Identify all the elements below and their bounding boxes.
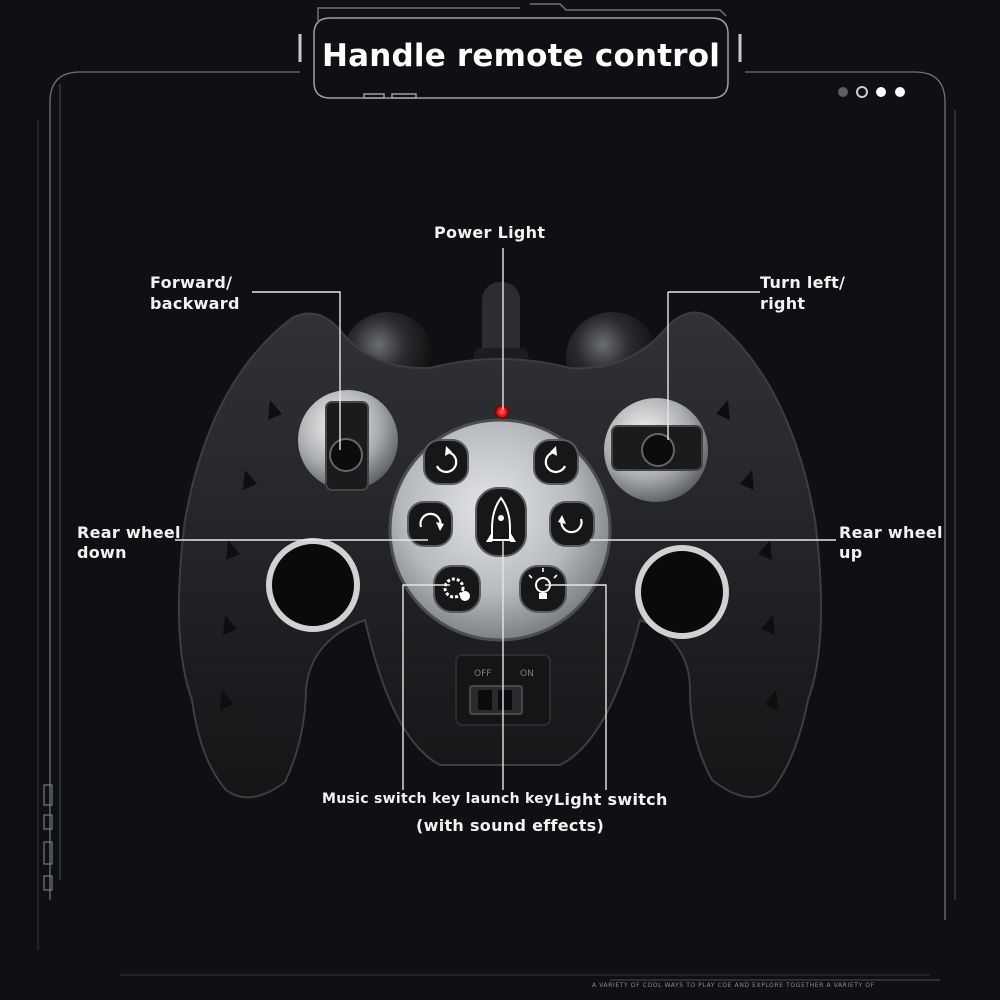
rotate-ccw-icon [435,450,458,474]
pagination-dot[interactable] [895,87,905,97]
pagination-dot[interactable] [838,87,848,97]
rear-wheel-up-label-line1: Rear wheel [839,523,943,542]
rear-wheel-down-button[interactable] [407,501,453,547]
page-title: Handle remote control [321,38,721,74]
forward-backward-label-line1: Forward/ [150,273,233,292]
switch-off-label: OFF [474,669,491,679]
power-led [495,405,509,419]
music-switch-button[interactable] [433,565,481,613]
light-switch-callout [545,584,607,790]
music-switch-callout [402,584,450,790]
light-switch-label: Light switch [554,790,668,809]
switch-on-label: ON [520,669,534,679]
turn-callout [667,291,760,440]
rear-wheel-up-label-line2: up [839,543,863,562]
footer-tagline: A VARIETY OF COOL WAYS TO PLAY COE AND E… [592,982,875,989]
dial-buttons [407,439,595,613]
pagination-dots [838,86,905,98]
rear-wheel-down-icon [419,512,442,528]
rotate-cw-icon [544,450,567,474]
title-badge-frame [298,3,742,99]
light-switch-button[interactable] [519,565,567,613]
rotate-ccw-button[interactable] [423,439,469,485]
pagination-dot[interactable] [856,86,868,98]
rear-wheel-up-button[interactable] [549,501,595,547]
gear-music-icon [443,577,465,599]
rear-wheel-down-label-line2: down [77,543,127,562]
turn-label-line2: right [760,294,806,313]
sound-effects-label: (with sound effects) [416,816,605,835]
right-grip-hole [635,545,729,639]
power-switch[interactable] [469,685,523,715]
turn-stick[interactable] [641,433,675,467]
pagination-dot[interactable] [876,87,886,97]
launch-button[interactable] [475,487,527,557]
left-grip-hole [266,538,360,632]
turn-label-line1: Turn left/ [760,273,846,292]
forward-backward-label-line2: backward [150,294,240,313]
callout-lines [175,248,836,790]
rear-wheel-down-label-line1: Rear wheel [77,523,181,542]
rear-wheel-up-icon [560,518,583,534]
forward-backward-callout [252,291,341,450]
decorative-frame [37,71,956,981]
power-light-label: Power Light [434,223,546,242]
rocket-icon [491,496,511,541]
music-launch-label: Music switch key launch key [322,791,554,807]
forward-backward-stick[interactable] [329,438,363,472]
rotate-cw-button[interactable] [533,439,579,485]
